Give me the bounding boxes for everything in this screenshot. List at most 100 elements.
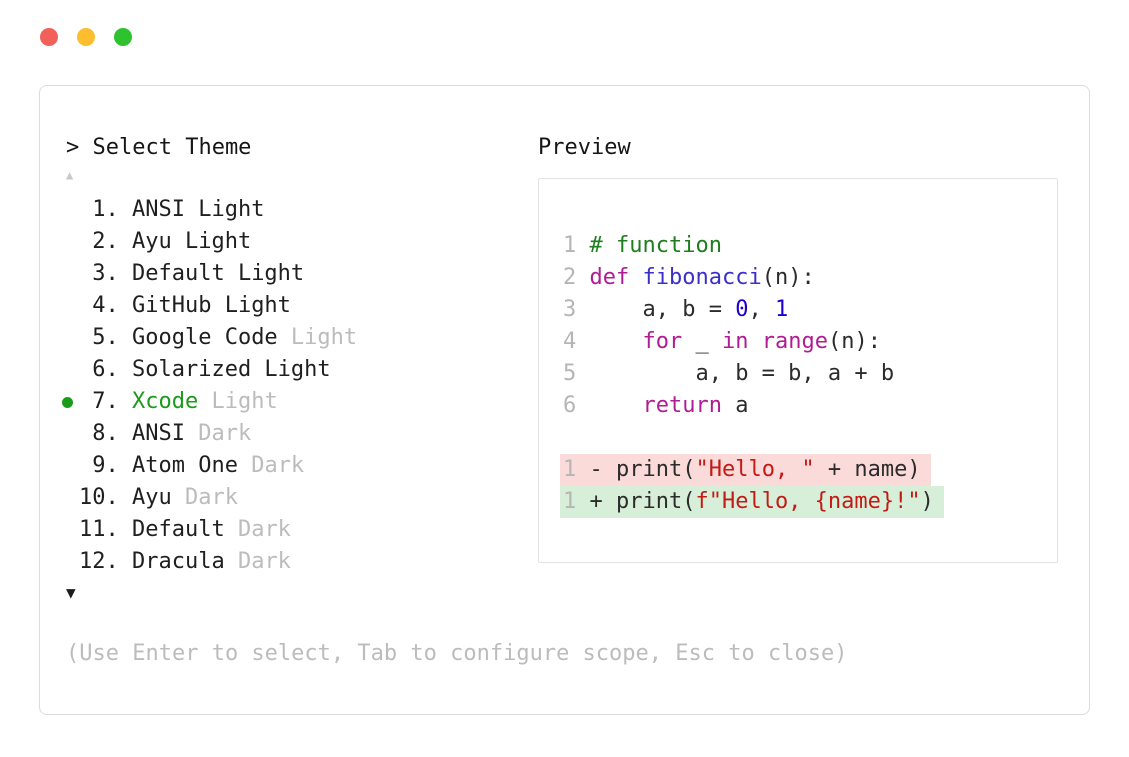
code-token: (n):	[827, 329, 881, 354]
theme-item-atom-one[interactable]: 9. Atom One Dark	[66, 450, 538, 482]
theme-item-ayu[interactable]: 10. Ayu Dark	[66, 482, 538, 514]
diff-highlight-added: 1 + print(f"Hello, {name}!")	[560, 486, 944, 518]
diff-highlight-removed: 1 - print("Hello, " + name)	[560, 454, 931, 486]
code-token: "Hello, "	[695, 457, 815, 482]
theme-item-number: 1.	[79, 197, 132, 222]
scroll-down-icon: ▼	[66, 583, 76, 602]
theme-item-label: Ayu	[131, 485, 172, 510]
bullet-spacer	[66, 226, 79, 258]
line-number: 5	[563, 361, 590, 386]
code-token: # function	[589, 233, 722, 258]
theme-item-label: ANSI	[131, 421, 185, 446]
code-line: 3 a, b = 0, 1	[563, 294, 1043, 326]
code-line: 6 return a	[563, 390, 1043, 422]
code-line: 1 # function	[563, 230, 1043, 262]
code-token: )	[920, 489, 934, 514]
theme-item-number: 6.	[79, 357, 132, 382]
code-token: a, b =	[589, 297, 736, 322]
theme-item-variant: Dark	[184, 421, 252, 446]
theme-item-number: 12.	[79, 549, 132, 574]
theme-item-default-light[interactable]: 3. Default Light	[66, 258, 538, 290]
theme-item-variant: Dark	[224, 517, 291, 542]
help-text: (Use Enter to select, Tab to configure s…	[66, 641, 848, 666]
code-token: + name)	[814, 457, 921, 482]
bullet-spacer	[66, 322, 79, 354]
code-token: a	[721, 393, 749, 418]
code-token: (n):	[761, 265, 815, 290]
theme-item-xcode[interactable]: 7. Xcode Light	[62, 386, 538, 418]
theme-item-solarized-light[interactable]: 6. Solarized Light	[66, 354, 538, 386]
bullet-spacer	[66, 418, 79, 450]
scroll-up-icon: ▲	[66, 168, 74, 182]
theme-item-number: 8.	[79, 421, 132, 446]
theme-item-ansi[interactable]: 8. ANSI Dark	[66, 418, 538, 450]
code-token: range	[761, 329, 828, 354]
code-line: 4 for _ in range(n):	[563, 326, 1043, 358]
code-token	[748, 329, 761, 354]
bullet-spacer	[66, 546, 79, 578]
code-token: 0	[735, 297, 749, 322]
code-token: + print(	[589, 489, 696, 514]
line-number: 1	[563, 233, 590, 258]
theme-list: 1. ANSI Light 2. Ayu Light 3. Default Li…	[62, 194, 538, 578]
line-number: 1	[563, 489, 590, 514]
theme-item-ayu-light[interactable]: 2. Ayu Light	[66, 226, 538, 258]
bullet-spacer	[66, 450, 79, 482]
bullet-spacer	[66, 482, 79, 514]
line-number: 4	[563, 329, 590, 354]
theme-item-number: 3.	[79, 261, 132, 286]
zoom-button[interactable]	[114, 28, 132, 46]
line-number: 6	[563, 393, 590, 418]
preview-title: Preview	[538, 135, 631, 160]
close-button[interactable]	[40, 28, 58, 46]
theme-list-column: > Select Theme ▲ 1. ANSI Light 2. Ayu Li…	[62, 132, 538, 608]
code-token: for	[642, 329, 683, 354]
theme-item-variant: Light	[198, 389, 278, 414]
code-token: a, b = b, a + b	[589, 361, 895, 386]
selected-dot	[62, 397, 73, 408]
theme-item-label: Dracula	[131, 549, 225, 574]
theme-item-number: 11.	[79, 517, 132, 542]
theme-item-variant: Light	[277, 325, 358, 350]
theme-item-label: Solarized Light	[131, 357, 331, 382]
line-number: 1	[563, 457, 590, 482]
theme-item-label: Default	[131, 517, 225, 542]
theme-item-variant: Dark	[237, 453, 305, 478]
theme-item-number: 2.	[79, 229, 132, 254]
theme-item-default[interactable]: 11. Default Dark	[66, 514, 538, 546]
bullet-spacer	[66, 290, 79, 322]
selected-dot-icon	[62, 386, 79, 418]
theme-item-label: Atom One	[131, 453, 238, 478]
theme-selector-panel: > Select Theme ▲ 1. ANSI Light 2. Ayu Li…	[39, 85, 1090, 715]
traffic-lights	[0, 0, 1129, 46]
code-token	[590, 329, 643, 354]
panel-columns: > Select Theme ▲ 1. ANSI Light 2. Ayu Li…	[62, 132, 1061, 608]
theme-item-github-light[interactable]: 4. GitHub Light	[66, 290, 538, 322]
bullet-spacer	[66, 354, 79, 386]
code-token: _	[682, 329, 722, 354]
theme-item-variant: Dark	[171, 485, 238, 510]
theme-item-label: Ayu Light	[131, 229, 252, 254]
code-token: f"Hello, {name}!"	[695, 489, 921, 514]
bullet-spacer	[66, 514, 79, 546]
theme-item-label: Xcode	[131, 389, 199, 414]
code-token: in	[721, 329, 749, 354]
theme-item-label: ANSI Light	[131, 197, 265, 222]
code-token: 1	[774, 297, 789, 322]
theme-item-number: 9.	[79, 453, 132, 478]
code-token	[590, 393, 643, 418]
theme-item-dracula[interactable]: 12. Dracula Dark	[66, 546, 538, 578]
theme-item-number: 5.	[79, 325, 132, 350]
code-token: ,	[748, 297, 775, 322]
minimize-button[interactable]	[77, 28, 95, 46]
diff-line-removed: 1 - print("Hello, " + name)	[560, 454, 1043, 486]
code-blank-line	[563, 422, 1043, 454]
theme-item-label: Default Light	[131, 261, 305, 286]
theme-item-google-code[interactable]: 5. Google Code Light	[66, 322, 538, 354]
theme-item-ansi-light[interactable]: 1. ANSI Light	[66, 194, 538, 226]
theme-item-label: GitHub Light	[131, 293, 291, 318]
